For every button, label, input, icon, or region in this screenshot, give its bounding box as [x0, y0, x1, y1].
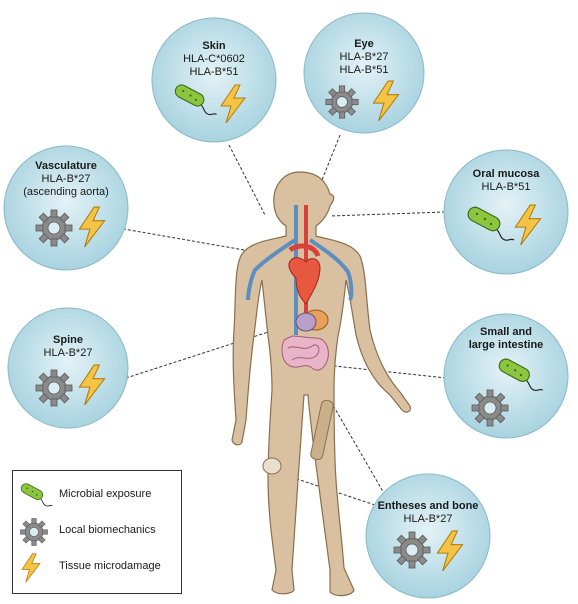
circle-skin [151, 17, 277, 143]
hla-allele: HLA-B*27 [43, 347, 93, 359]
label-skin: Skin HLA-C*0602 HLA-B*51 [164, 40, 264, 79]
intestines [281, 335, 329, 371]
circle-title: Oral mucosa [472, 168, 540, 180]
circle-title: Skin [202, 40, 226, 52]
gear-icon [471, 389, 509, 427]
femur [310, 399, 334, 461]
annotation: (ascending aorta) [23, 186, 109, 198]
label-intestine: Small and large intestine [468, 326, 544, 352]
hla-allele: HLA-C*0602 [183, 53, 245, 65]
connector-spine [125, 324, 291, 379]
circle-intestine [443, 313, 569, 439]
hla-allele: HLA-B*51 [189, 66, 239, 78]
label-vasculature: Vasculature HLA-B*27 (ascending aorta) [6, 160, 126, 199]
legend-label: Local biomechanics [59, 524, 156, 536]
gear-icon [20, 518, 48, 546]
circle-title: Small and large intestine [468, 326, 544, 351]
gear-icon [325, 85, 359, 119]
legend: Microbial exposure Local biomechanics Ti… [12, 470, 182, 594]
legend-microbial: Microbial exposure [19, 481, 179, 509]
circle-vasculature [3, 145, 129, 271]
legend-label: Microbial exposure [59, 488, 152, 500]
label-entheses: Entheses and bone HLA-B*27 [366, 500, 490, 526]
gear-icon [35, 209, 73, 247]
circle-title: Vasculature [35, 160, 97, 172]
circle-entheses [365, 473, 491, 599]
connector-skin [228, 144, 266, 216]
connector-oral-mucosa [329, 211, 446, 217]
circle-title: Entheses and bone [377, 500, 479, 512]
label-eye: Eye HLA-B*27 HLA-B*51 [314, 38, 414, 77]
connector-entheses-femur [329, 399, 386, 496]
circle-title: Eye [354, 38, 374, 50]
label-oral-mucosa: Oral mucosa HLA-B*51 [456, 168, 556, 194]
legend-label: Tissue microdamage [59, 560, 161, 572]
heart [288, 257, 321, 305]
circle-spine [7, 307, 129, 429]
human-body [231, 171, 411, 597]
legend-biomechanics: Local biomechanics [19, 517, 179, 546]
hla-allele: HLA-B*51 [339, 64, 389, 76]
lightning-icon [21, 553, 41, 583]
circle-oral-mucosa [443, 149, 569, 275]
gear-icon [35, 369, 73, 407]
knee [262, 457, 282, 475]
circle-eye [303, 12, 425, 134]
hla-allele: HLA-B*27 [339, 51, 389, 63]
label-spine: Spine HLA-B*27 [18, 334, 118, 360]
hla-allele: HLA-B*27 [41, 173, 91, 185]
gear-icon [393, 531, 431, 569]
hla-allele: HLA-B*51 [481, 181, 531, 193]
connector-eye [319, 134, 341, 186]
hla-allele: HLA-B*27 [403, 513, 453, 525]
legend-microdamage: Tissue microdamage [19, 553, 179, 583]
circle-title: Spine [53, 334, 83, 346]
bacterium-icon [19, 481, 53, 507]
